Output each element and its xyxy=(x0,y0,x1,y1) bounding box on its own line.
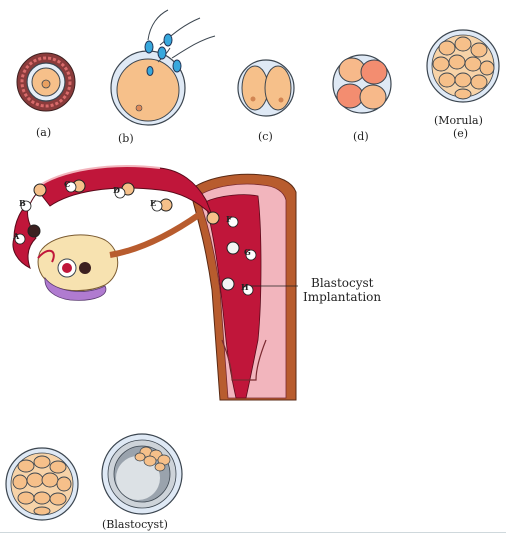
label-stage-a: (a) xyxy=(36,126,51,139)
stage-c-two-cell xyxy=(238,60,294,116)
marker-h: H xyxy=(241,282,249,292)
marker-c: C xyxy=(64,179,70,189)
bottom-divider xyxy=(0,532,506,533)
stage-d-four-cell xyxy=(333,55,391,113)
annotation-blastocyst-implantation: Blastocyst Implantation xyxy=(303,276,381,304)
label-morula-caption: (Morula) xyxy=(434,114,483,127)
annotation-line-2: Implantation xyxy=(303,290,381,304)
marker-g: G xyxy=(244,247,251,257)
marker-a: A xyxy=(13,231,19,241)
label-blastocyst: (Blastocyst) xyxy=(102,518,168,531)
stage-b-fertilisation xyxy=(111,10,215,125)
stage-a-ovum xyxy=(17,53,75,111)
ovary xyxy=(38,214,200,300)
label-stage-b: (b) xyxy=(118,132,134,145)
marker-f: F xyxy=(226,214,232,224)
marker-e: E xyxy=(150,198,156,208)
stage-e-morula xyxy=(427,30,499,102)
bottom-morula xyxy=(6,448,78,520)
bottom-blastocyst xyxy=(102,434,182,514)
marker-d: D xyxy=(113,185,120,195)
label-stage-c: (c) xyxy=(258,130,273,143)
annotation-line-1: Blastocyst xyxy=(303,276,381,290)
marker-b: B xyxy=(19,198,26,208)
label-stage-e: (e) xyxy=(453,127,468,140)
label-stage-d: (d) xyxy=(353,130,369,143)
